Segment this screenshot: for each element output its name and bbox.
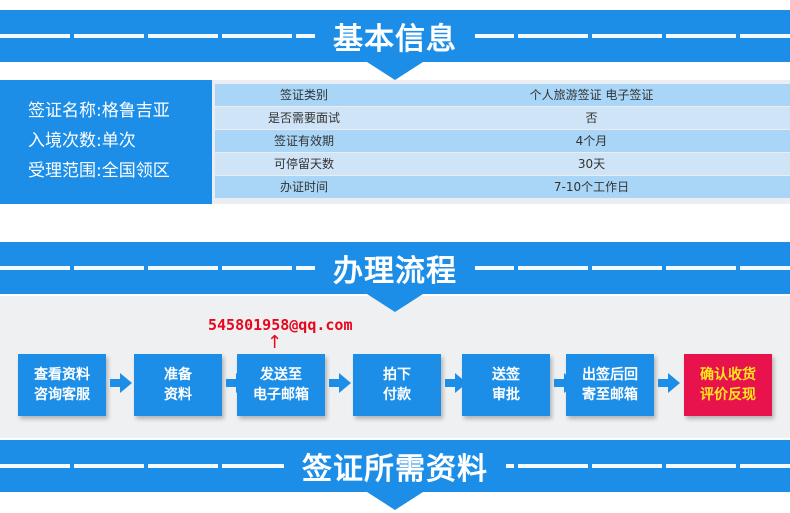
section-header-basic-info: 基本信息	[0, 10, 790, 62]
section-title: 签证所需资料	[302, 452, 488, 487]
detail-value: 否	[393, 107, 790, 129]
section-title: 办理流程	[333, 254, 457, 289]
up-arrow-icon: ↑	[267, 332, 283, 353]
section-pointer	[367, 294, 423, 312]
detail-label: 可停留天数	[215, 153, 393, 175]
detail-label: 是否需要面试	[215, 107, 393, 129]
right-arrow-icon	[329, 373, 351, 393]
step-send-email: 发送至 电子邮箱	[237, 354, 325, 416]
visa-entries: 入境次数:单次	[28, 131, 136, 151]
step-line: 咨询客服	[34, 387, 90, 403]
detail-label: 签证有效期	[215, 130, 393, 152]
section-title-box: 基本信息	[315, 10, 475, 62]
table-row: 签证类别 个人旅游签证 电子签证	[215, 84, 790, 106]
step-line: 送签	[492, 367, 520, 383]
step-line: 发送至	[260, 367, 302, 383]
email-address-note: 545801958@qq.com	[208, 316, 353, 334]
step-line: 查看资料	[34, 367, 90, 383]
detail-label: 签证类别	[215, 84, 393, 106]
table-row: 签证有效期 4个月	[215, 130, 790, 152]
step-line: 电子邮箱	[253, 387, 309, 403]
step-line: 准备	[164, 367, 192, 383]
table-row: 办证时间 7-10个工作日	[215, 176, 790, 198]
step-prepare: 准备 资料	[134, 354, 222, 416]
section-header-materials: 签证所需资料	[0, 440, 790, 492]
step-line: 出签后回	[582, 367, 638, 383]
section-pointer	[367, 492, 423, 510]
visa-summary: 签证名称:格鲁吉亚 入境次数:单次 受理范围:全国领区	[0, 80, 212, 204]
visa-name: 签证名称:格鲁吉亚	[28, 101, 170, 121]
step-line: 拍下	[383, 367, 411, 383]
detail-value: 30天	[393, 153, 790, 175]
step-return-mail: 出签后回 寄至邮箱	[566, 354, 654, 416]
right-arrow-icon	[658, 373, 680, 393]
table-row: 是否需要面试 否	[215, 107, 790, 129]
section-pointer	[367, 62, 423, 80]
right-arrow-icon	[110, 373, 132, 393]
step-line: 审批	[492, 387, 520, 403]
step-confirm-review: 确认收货 评价反现	[684, 354, 772, 416]
step-line: 寄至邮箱	[582, 387, 638, 403]
section-title-box: 签证所需资料	[284, 440, 506, 492]
step-pay: 拍下 付款	[353, 354, 441, 416]
section-title: 基本信息	[333, 22, 457, 57]
detail-value: 7-10个工作日	[393, 176, 790, 198]
step-line: 付款	[383, 387, 411, 403]
step-consult: 查看资料 咨询客服	[18, 354, 106, 416]
step-line: 评价反现	[700, 387, 756, 403]
step-submit: 送签 审批	[462, 354, 550, 416]
step-line: 确认收货	[700, 367, 756, 383]
detail-value: 4个月	[393, 130, 790, 152]
section-header-process: 办理流程	[0, 242, 790, 294]
section-title-box: 办理流程	[315, 242, 475, 294]
detail-value: 个人旅游签证 电子签证	[393, 84, 790, 106]
table-row: 可停留天数 30天	[215, 153, 790, 175]
visa-scope: 受理范围:全国领区	[28, 161, 170, 181]
detail-label: 办证时间	[215, 176, 393, 198]
step-line: 资料	[164, 387, 192, 403]
visa-details-table: 签证类别 个人旅游签证 电子签证 是否需要面试 否 签证有效期 4个月 可停留天…	[215, 84, 790, 199]
